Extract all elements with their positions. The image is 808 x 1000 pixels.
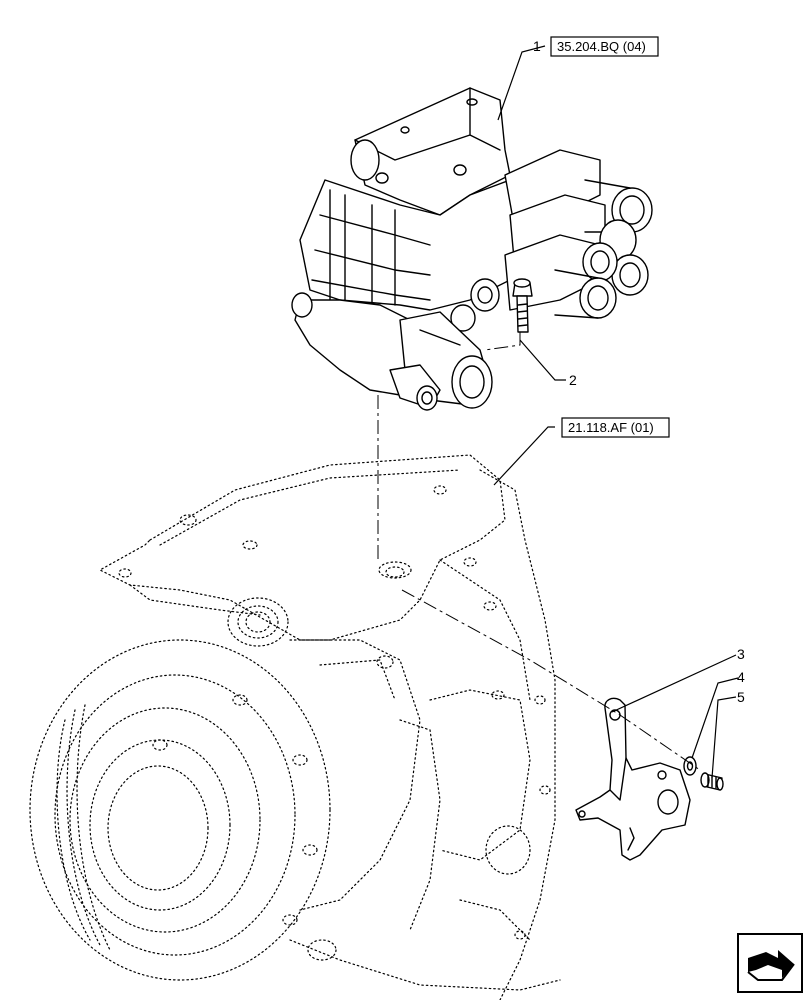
- reference-label-mid: 21.118.AF (01): [568, 420, 654, 435]
- reference-label-top: 35.204.BQ (04): [557, 39, 646, 54]
- reference-box-mid[interactable]: 21.118.AF (01): [561, 417, 670, 438]
- callout-3: 3: [737, 646, 745, 662]
- callout-1: 1: [533, 38, 541, 54]
- bracket-part-3: [575, 697, 691, 861]
- callout-leaders: [493, 45, 739, 779]
- next-page-arrow-icon[interactable]: [737, 933, 803, 993]
- bolt-part-2: [512, 278, 533, 333]
- callout-2: 2: [569, 372, 577, 388]
- reference-box-top[interactable]: 35.204.BQ (04): [550, 36, 659, 57]
- transmission-housing: [29, 454, 561, 1000]
- hydraulic-valve-assembly: [291, 87, 653, 411]
- callout-5: 5: [737, 689, 745, 705]
- callout-4: 4: [737, 669, 745, 685]
- assembly-centerlines: [377, 332, 701, 771]
